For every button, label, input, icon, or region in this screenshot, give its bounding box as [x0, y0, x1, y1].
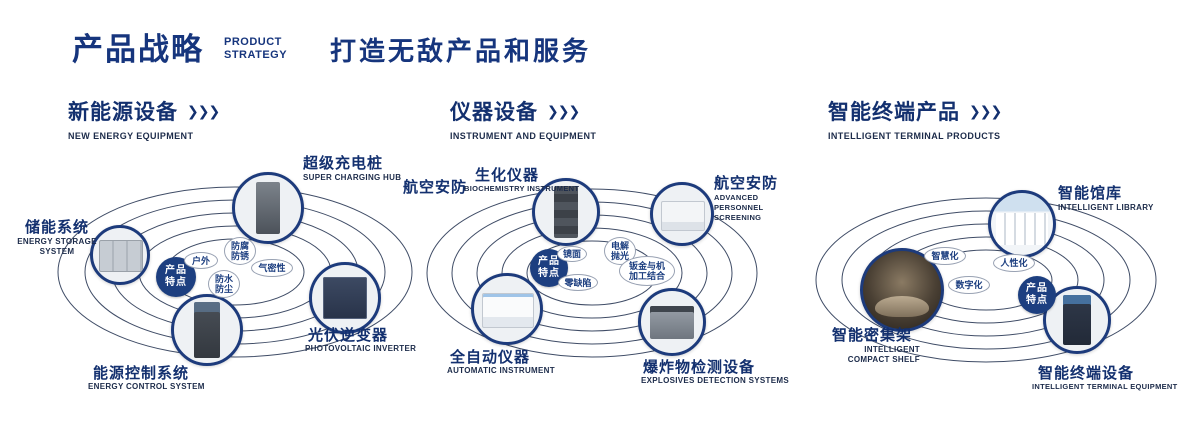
charging-pile-shape — [256, 181, 280, 235]
page-title-en-line1: PRODUCT — [224, 36, 282, 48]
badge-line2: 特点 — [1026, 295, 1048, 306]
photovoltaic-inverter-photo — [309, 262, 381, 334]
intelligent-library-photo — [988, 190, 1056, 258]
biochemistry-instrument-photo — [532, 178, 600, 246]
badge-line2: 特点 — [165, 277, 187, 288]
label-aviation-security-left: 航空安防 — [403, 179, 468, 196]
section-header-new-energy: 新能源设备 ❯❯❯ NEW ENERGY EQUIPMENT — [68, 96, 220, 141]
page-title-en: PRODUCT STRATEGY — [224, 36, 287, 62]
label-super-charging-hub: 超级充电桩 — [303, 155, 384, 172]
section-header-intelligent-terminal: 智能终端产品 ❯❯❯ INTELLIGENT TERMINAL PRODUCTS — [828, 96, 1002, 141]
triple-chevron-icon: ❯❯❯ — [187, 102, 220, 119]
feature-bubble-sheetmetal-machining: 钣金与机加工结合 — [619, 256, 675, 286]
badge-line1: 产品 — [1026, 283, 1048, 294]
detector-shape — [649, 305, 695, 340]
product-features-badge: 产品 特点 — [1018, 276, 1056, 314]
label-compact-shelf-en: INTELLIGENT COMPACT SHELF — [847, 345, 920, 364]
energy-control-photo — [171, 294, 243, 366]
section-subtitle: INTELLIGENT TERMINAL PRODUCTS — [828, 131, 1001, 141]
section-title: 智能终端产品 — [828, 101, 960, 124]
feature-bubble-anticorrosion: 防腐防锈 — [224, 237, 256, 265]
energy-storage-photo — [90, 225, 150, 285]
feature-bubble-waterproof: 防水防尘 — [208, 270, 240, 298]
badge-line1: 产品 — [538, 256, 560, 267]
control-cabinet-shape — [193, 302, 221, 358]
storage-cabinet-shape — [99, 239, 143, 273]
analyzer-shape — [481, 293, 535, 329]
label-intelligent-library-en: INTELLIGENT LIBRARY — [1058, 203, 1154, 212]
label-energy-storage-en: ENERGY STORAGE SYSTEM — [17, 237, 97, 256]
label-biochemistry-instrument: 生化仪器 — [475, 167, 540, 184]
section-header-instrument: 仪器设备 ❯❯❯ INSTRUMENT AND EQUIPMENT — [450, 96, 596, 141]
label-aviation-security-right-en: ADVANCED PERSONNEL SCREENING — [714, 193, 764, 222]
page-title: 产品战略 — [72, 32, 204, 67]
page-title-en-line2: STRATEGY — [224, 49, 288, 61]
automatic-instrument-photo — [471, 273, 543, 345]
inverter-cabinet-shape — [322, 276, 368, 320]
feature-bubble-smart: 智慧化 — [924, 247, 966, 265]
label-terminal-equipment-en: INTELLIGENT TERMINAL EQUIPMENT — [1032, 382, 1178, 391]
label-photovoltaic-inverter: 光伏逆变器 — [308, 327, 389, 344]
label-explosives-detection-en: EXPLOSIVES DETECTION SYSTEMS — [641, 376, 789, 385]
feature-bubble-zero-defect: 零缺陷 — [558, 274, 598, 291]
library-shelves-shape — [995, 212, 1049, 246]
super-charging-hub-photo — [232, 172, 304, 244]
label-aviation-security-right: 航空安防 — [714, 175, 779, 192]
compact-shelf-photo — [860, 248, 944, 332]
section-title: 仪器设备 — [450, 101, 538, 124]
label-photovoltaic-inverter-en: PHOTOVOLTAIC INVERTER — [305, 344, 417, 353]
label-intelligent-library: 智能馆库 — [1058, 185, 1123, 202]
shelf-floor-shape — [875, 296, 929, 317]
personnel-screening-photo — [650, 182, 714, 246]
label-terminal-equipment: 智能终端设备 — [1038, 365, 1135, 382]
explosives-detection-photo — [638, 288, 706, 356]
badge-line2: 特点 — [538, 268, 560, 279]
badge-line1: 产品 — [165, 265, 187, 276]
tagline: 打造无敌产品和服务 — [330, 36, 592, 66]
label-compact-shelf: 智能密集架 — [832, 327, 913, 344]
feature-bubble-digital: 数字化 — [948, 276, 990, 294]
label-energy-control-en: ENERGY CONTROL SYSTEM — [88, 382, 205, 391]
kiosk-shape — [1063, 295, 1091, 345]
section-subtitle: NEW ENERGY EQUIPMENT — [68, 131, 194, 141]
feature-bubble-outdoor: 户外 — [184, 252, 218, 269]
label-energy-control: 能源控制系统 — [93, 365, 190, 382]
triple-chevron-icon: ❯❯❯ — [969, 102, 1002, 119]
label-automatic-instrument: 全自动仪器 — [450, 349, 531, 366]
screening-machine-shape — [661, 201, 705, 232]
feature-bubble-humanized: 人性化 — [993, 254, 1035, 272]
label-energy-storage: 储能系统 — [25, 219, 90, 236]
instrument-rack-shape — [553, 185, 579, 239]
triple-chevron-icon: ❯❯❯ — [547, 102, 580, 119]
label-automatic-instrument-en: AUTOMATIC INSTRUMENT — [447, 366, 555, 375]
feature-bubble-mirror: 镜面 — [557, 246, 587, 262]
label-explosives-detection: 爆炸物检测设备 — [643, 359, 756, 376]
feature-bubble-airtightness: 气密性 — [251, 259, 293, 277]
section-title: 新能源设备 — [68, 101, 178, 124]
label-biochemistry-instrument-en: BIOCHEMISTRY INSTRUMENT — [464, 184, 580, 193]
label-super-charging-hub-en: SUPER CHARGING HUB — [303, 173, 402, 182]
section-subtitle: INSTRUMENT AND EQUIPMENT — [450, 131, 597, 141]
